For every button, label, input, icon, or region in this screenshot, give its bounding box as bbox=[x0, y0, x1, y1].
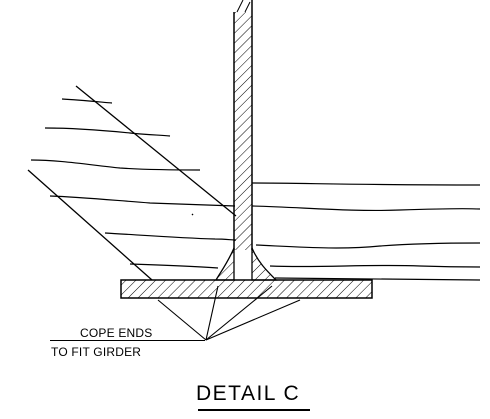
girder-web bbox=[233, 0, 253, 250]
callout-text-cope-ends: COPE ENDS bbox=[80, 326, 153, 340]
callout-underline bbox=[50, 340, 205, 341]
wood-grain-lines-left bbox=[30, 98, 237, 269]
callout-leader-lines bbox=[157, 285, 301, 341]
fillet-welds bbox=[214, 247, 278, 281]
bottom-flange-plate bbox=[120, 279, 373, 299]
callout-text-to-fit-girder: TO FIT GIRDER bbox=[51, 345, 142, 359]
wood-grain-lines-right bbox=[251, 182, 481, 281]
diagonal-edge-lines bbox=[27, 85, 237, 281]
detail-title-underline bbox=[198, 409, 310, 411]
detail-title: DETAIL C bbox=[196, 382, 301, 405]
